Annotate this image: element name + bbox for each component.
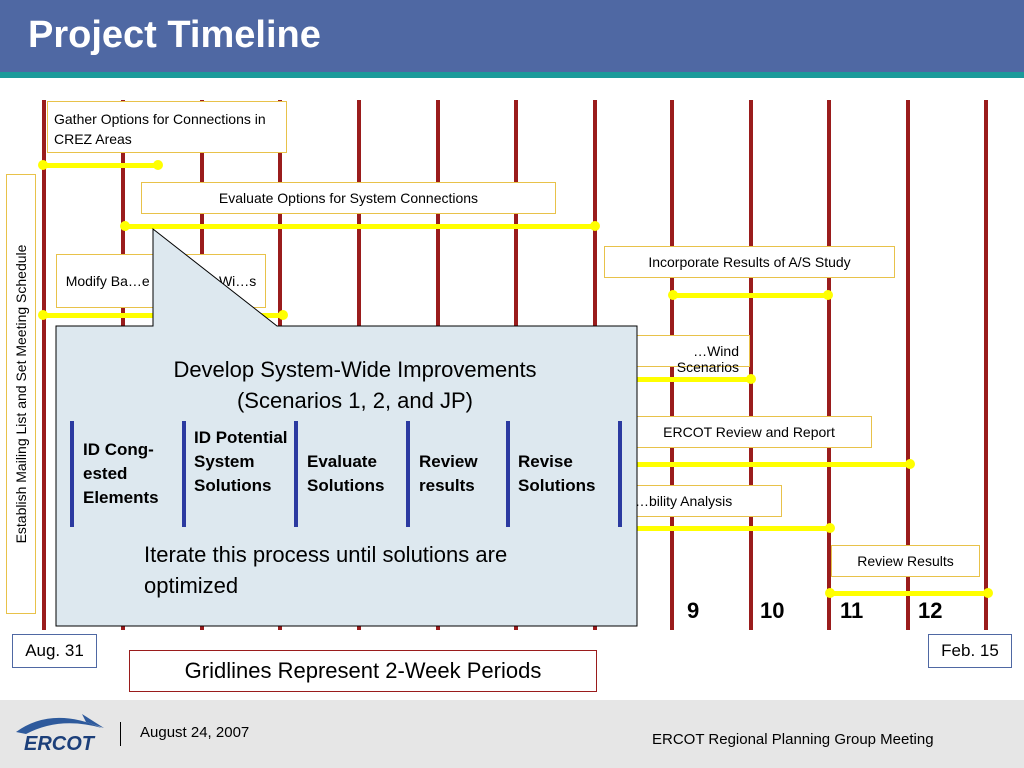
gridline: [906, 100, 910, 630]
step-separator: [618, 421, 622, 527]
gridline: [827, 100, 831, 630]
step-separator: [506, 421, 510, 527]
gridline: [984, 100, 988, 630]
task-gather-options: Gather Options for Connections in CREZ A…: [47, 101, 287, 153]
timeline-bar-review-report: [636, 462, 911, 467]
period-number: 11: [840, 598, 864, 623]
ercot-logo: ERCOT: [16, 714, 104, 755]
task-stability-analysis: …bility Analysis: [620, 485, 782, 517]
footer-divider: [120, 722, 121, 746]
task-evaluate-options: Evaluate Options for System Connections: [141, 182, 556, 214]
callout-title-line2: (Scenarios 1, 2, and JP): [236, 388, 473, 413]
end-date: Feb. 15: [928, 634, 1012, 668]
bar-end-dot: [825, 523, 835, 533]
period-number: 12: [918, 598, 943, 623]
bar-end-dot: [746, 374, 756, 384]
bar-start-dot: [825, 588, 835, 598]
timeline-bar-evaluate: [125, 224, 595, 229]
mailing-list-box: Establish Mailing List and Set Meeting S…: [6, 174, 36, 614]
bar-end-dot: [823, 290, 833, 300]
timeline-bar-incorporate: [673, 293, 829, 298]
step-separator: [294, 421, 298, 527]
bar-start-dot: [120, 221, 130, 231]
task-incorporate-results: Incorporate Results of A/S Study: [604, 246, 895, 278]
page-title: Project Timeline: [28, 14, 321, 56]
gridline: [42, 100, 46, 630]
footer-meeting-name: ERCOT Regional Planning Group Meeting: [652, 731, 934, 748]
task-review-results: Review Results: [831, 545, 980, 577]
footer-bar: [0, 700, 1024, 768]
step-id-congested: ID Cong-ested Elements: [83, 440, 159, 507]
start-date: Aug. 31: [12, 634, 97, 668]
bar-start-dot: [668, 290, 678, 300]
callout-title-line1: Develop System-Wide Improvements: [173, 357, 537, 382]
callout-title: Develop System-Wide Improvements (Scenar…: [60, 354, 650, 416]
bar-end-dot: [278, 310, 288, 320]
bar-end-dot: [905, 459, 915, 469]
period-number: 9: [687, 598, 700, 623]
header-bar: [0, 0, 1024, 72]
footer-date: August 24, 2007: [140, 724, 250, 741]
iterate-note: Iterate this process until solutions are…: [144, 542, 508, 598]
gridline: [749, 100, 753, 630]
timeline-bar-gather: [43, 163, 158, 168]
timeline-bar-stability: [636, 526, 830, 531]
step-separator: [406, 421, 410, 527]
task-wind-scenarios: …Wind Scenarios: [620, 335, 750, 375]
period-number: 10: [760, 598, 785, 623]
bar-end-dot: [153, 160, 163, 170]
bar-end-dot: [590, 221, 600, 231]
step-revise: Revise Solutions: [518, 452, 596, 495]
step-review: Review results: [419, 452, 478, 495]
bar-start-dot: [38, 310, 48, 320]
gridline-note: Gridlines Represent 2-Week Periods: [129, 650, 597, 692]
ercot-logo-text: ERCOT: [24, 733, 96, 755]
step-separator: [182, 421, 186, 527]
timeline-bar-wind: [636, 377, 752, 382]
step-separator: [70, 421, 74, 527]
step-id-potential: ID Potential System Solutions: [194, 428, 288, 495]
bar-end-dot: [983, 588, 993, 598]
timeline-bar-review-results: [829, 591, 987, 596]
header-accent-line: [0, 72, 1024, 78]
bar-start-dot: [38, 160, 48, 170]
step-evaluate: Evaluate Solutions: [307, 452, 385, 495]
task-ercot-review: ERCOT Review and Report: [626, 416, 872, 448]
